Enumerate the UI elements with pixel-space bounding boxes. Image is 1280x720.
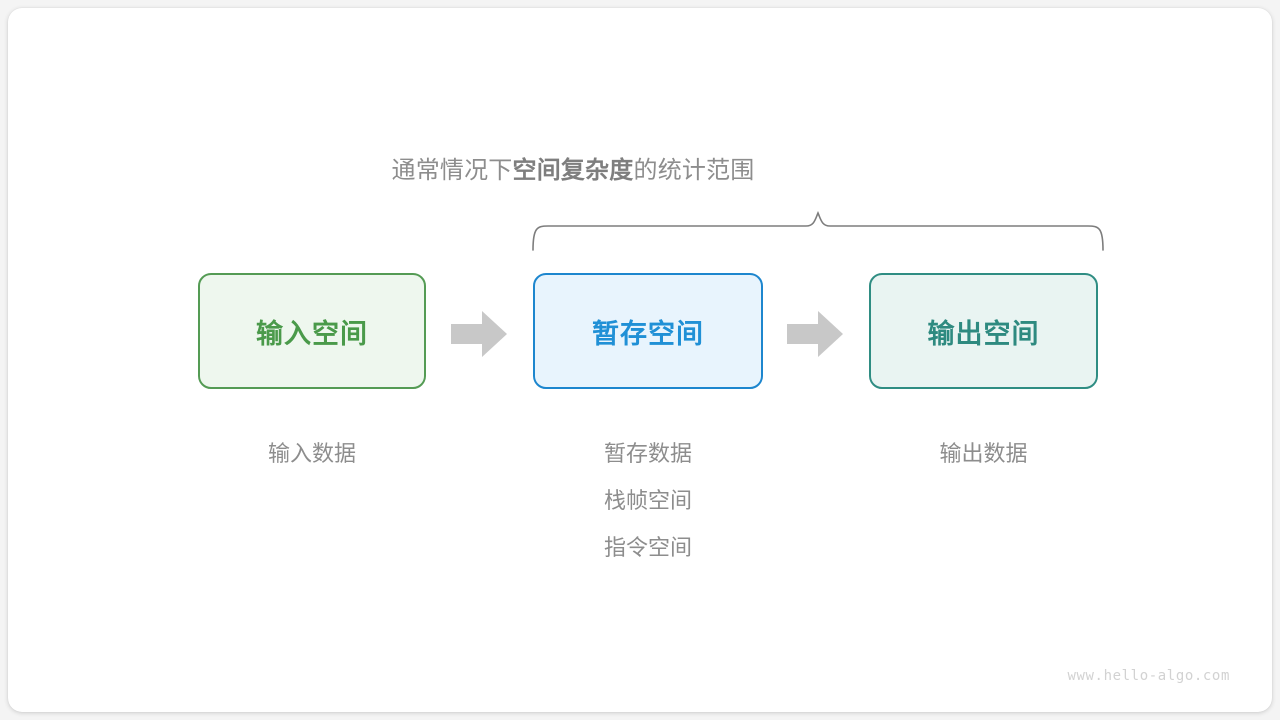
caption-input-column: 输入数据 [198,430,426,477]
box-output-space-label: 输出空间 [927,318,1040,349]
caption-buffer-column: 暂存数据 栈帧空间 指令空间 [533,430,763,571]
caption-line: 暂存数据 [603,441,692,466]
scope-brace [518,206,1118,258]
scope-caption: 通常情况下空间复杂度的统计范围 [8,154,1280,188]
scope-caption-prefix: 通常情况下 [391,157,513,184]
scope-caption-suffix: 的统计范围 [633,157,755,184]
right-block-arrow-icon [787,311,843,357]
caption-output-column: 输出数据 [869,430,1098,477]
right-block-arrow-icon [451,311,507,357]
caption-line: 栈帧空间 [603,488,692,513]
caption-line: 指令空间 [603,535,692,560]
scope-caption-emphasis: 空间复杂度 [512,157,634,184]
box-input-space: 输入空间 [198,273,426,389]
caption-line: 输出数据 [939,441,1028,466]
box-buffer-space: 暂存空间 [533,273,763,389]
box-output-space: 输出空间 [869,273,1098,389]
watermark: www.hello-algo.com [1067,668,1230,684]
figure-card: 通常情况下空间复杂度的统计范围 输入空间 暂存空间 输出空间 [8,8,1272,712]
box-buffer-space-label: 暂存空间 [592,318,704,349]
box-input-space-label: 输入空间 [256,318,368,349]
caption-line: 输入数据 [267,441,356,466]
